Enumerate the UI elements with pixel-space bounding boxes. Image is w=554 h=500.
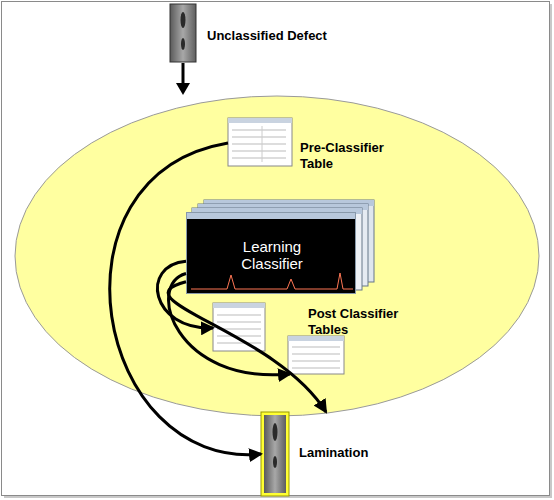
lamination-image — [261, 412, 289, 496]
pre-classifier-table: Pre-Classifier Table — [228, 118, 378, 168]
learning-classifier: Learning Classifier — [186, 212, 356, 294]
classifier-label: Learning Classifier — [227, 238, 317, 272]
flow-arrow — [169, 274, 290, 375]
window-title-bar — [187, 213, 355, 219]
input-defect: Unclassified Defect — [170, 4, 330, 62]
entry-arrow — [176, 63, 190, 95]
defect-image — [170, 4, 196, 62]
flow-arrow — [168, 282, 326, 412]
pre-table-screenshot — [228, 118, 292, 166]
result-label: Lamination — [299, 445, 389, 461]
signal-trace — [187, 271, 355, 291]
table-label: Pre-Classifier Table — [300, 140, 395, 172]
post-classifier-tables: Post Classifier Tables — [213, 302, 393, 374]
frame — [2, 2, 550, 496]
flow-arrow — [157, 261, 213, 328]
lamination-result: Lamination — [261, 412, 391, 496]
flow-arrow — [110, 143, 261, 455]
system-ellipse — [15, 96, 539, 416]
table-label: Post Classifier Tables — [308, 306, 413, 338]
defect-label: Unclassified Defect — [207, 28, 327, 44]
